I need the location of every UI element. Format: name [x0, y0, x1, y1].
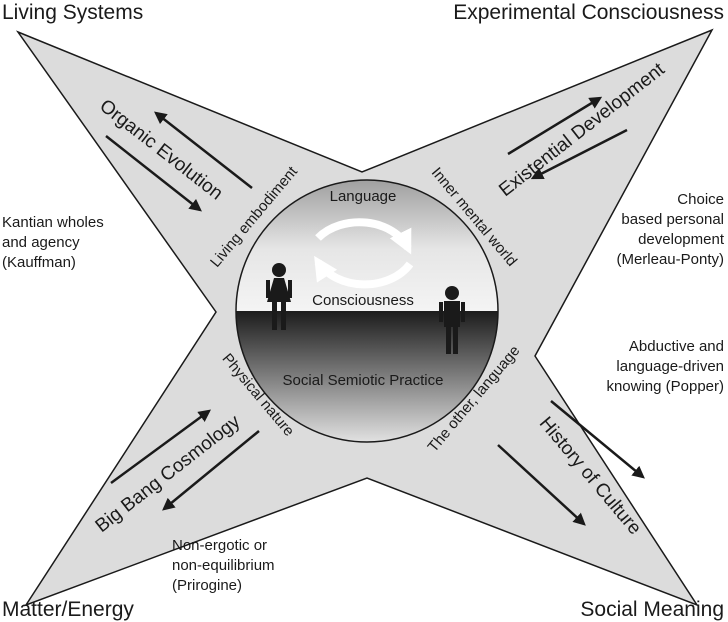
arrow-culture-down-2	[497, 444, 586, 526]
arrow-bigbang-up	[110, 409, 212, 485]
corner-label-living-systems: Living Systems	[2, 1, 144, 24]
corner-label-social-meaning: Social Meaning	[580, 598, 724, 621]
arrow-organic-down	[105, 135, 202, 212]
note-prirogine: Non-ergotic or non-equilibrium (Prirogin…	[172, 537, 275, 594]
arrow-culture-down-1	[550, 400, 645, 479]
male-figure-icon	[439, 286, 465, 354]
corner-label-matter-energy: Matter/Energy	[2, 598, 134, 621]
center-label-consciousness: Consciousness	[312, 292, 414, 309]
center-label-language: Language	[329, 188, 397, 205]
arrow-bigbang-down	[162, 430, 260, 511]
cycle-arrow-bottom	[314, 255, 414, 289]
arrow-existential-up	[507, 96, 603, 156]
corner-label-experimental-consciousness: Experimental Consciousness	[453, 1, 724, 24]
female-figure-icon	[266, 263, 292, 330]
center-label-social-semiotic-practice: Social Semiotic Practice	[282, 372, 444, 389]
arrow-existential-down	[530, 128, 628, 180]
cycle-arrow-top	[315, 218, 412, 255]
note-merleau-ponty: Choice based personal development (Merle…	[616, 191, 724, 268]
note-popper: Abductive and language-driven knowing (P…	[606, 338, 724, 395]
note-kauffman: Kantian wholes and agency (Kauffman)	[2, 214, 104, 271]
arrow-organic-up	[154, 111, 253, 189]
